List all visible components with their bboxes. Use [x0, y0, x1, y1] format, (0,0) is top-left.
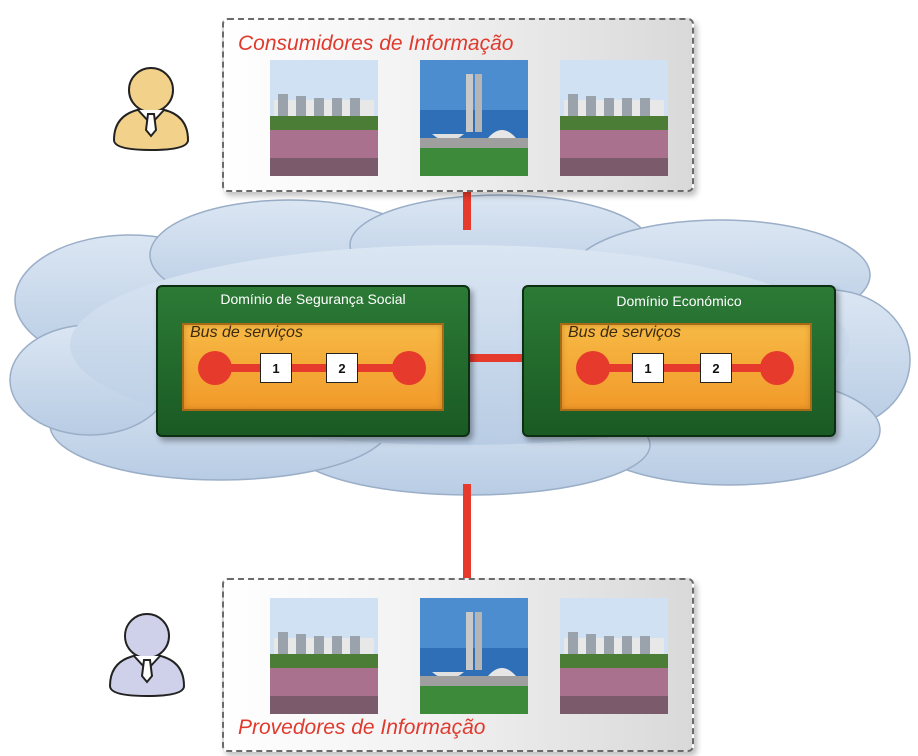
provider-person-icon: [108, 613, 186, 698]
domain-title: Domínio de Segurança Social: [220, 291, 406, 307]
providers-title: Provedores de Informação: [238, 716, 486, 739]
bus-label: Bus de serviços: [568, 324, 681, 341]
esplanada-photo: [270, 60, 378, 176]
congress-photo: [420, 598, 528, 714]
consumer-person-icon: [112, 67, 190, 152]
providers-panel: Provedores de Informação: [222, 578, 694, 752]
bus-endpoint: [198, 351, 232, 385]
esplanada-photo: [270, 598, 378, 714]
service-box: 1: [260, 353, 292, 383]
bus-endpoint: [760, 351, 794, 385]
service-bus: Bus de serviços 1 2: [560, 323, 812, 411]
esplanada-photo: [560, 598, 668, 714]
bus-label: Bus de serviços: [190, 324, 303, 341]
esplanada-photo: [560, 60, 668, 176]
consumers-panel: Consumidores de Informação: [222, 18, 694, 192]
connector-consumers-cloud: [463, 188, 471, 230]
service-box: 2: [326, 353, 358, 383]
bus-line: [214, 364, 414, 372]
bus-endpoint: [576, 351, 610, 385]
connector-domains: [462, 354, 524, 362]
service-box: 2: [700, 353, 732, 383]
service-bus: Bus de serviços 1 2: [182, 323, 444, 411]
domain-economico: Domínio Económico Bus de serviços 1 2: [522, 285, 836, 437]
congress-photo: [420, 60, 528, 176]
consumers-title: Consumidores de Informação: [238, 32, 514, 55]
connector-cloud-providers: [463, 484, 471, 580]
domain-title: Domínio Económico: [616, 293, 742, 309]
bus-line: [592, 364, 782, 372]
bus-endpoint: [392, 351, 426, 385]
domain-seguranca-social: Domínio de Segurança Social Bus de servi…: [156, 285, 470, 437]
service-box: 1: [632, 353, 664, 383]
